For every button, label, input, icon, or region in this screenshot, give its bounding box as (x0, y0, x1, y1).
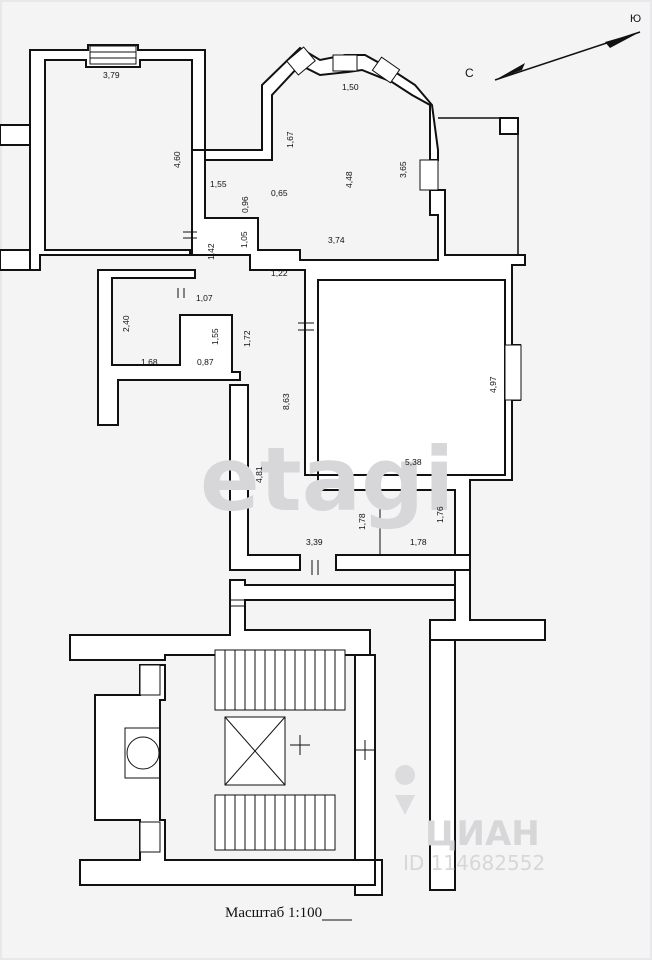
staircase (124, 649, 346, 851)
wall-hall-right (229, 384, 301, 571)
dim-store-2: 1,76 (435, 506, 445, 523)
window-room1 (89, 45, 137, 65)
window-stair-bottom (139, 821, 161, 853)
cian-watermark: ЦИАН (425, 814, 540, 854)
window-bay-left (286, 46, 316, 76)
dim-hall-2: 8,63 (281, 393, 291, 410)
dim-closet-width: 1,55 (210, 179, 227, 189)
dim-wc-width: 0,87 (197, 357, 214, 367)
dim-hall-3: 4,81 (254, 466, 264, 483)
window-bay-top (332, 54, 358, 72)
dim-corridor-b: 1,05 (239, 231, 249, 248)
dim-room3-height: 4,97 (488, 376, 498, 393)
dim-store-1: 1,78 (357, 513, 367, 530)
dim-room2-height: 4,48 (344, 171, 354, 188)
dim-room2-small: 0,65 (271, 188, 288, 198)
wall-bath-block (97, 269, 241, 426)
dim-room3-width: 5,38 (405, 457, 422, 467)
column-niche (124, 727, 161, 779)
compass-north-label: С (465, 66, 474, 80)
windows (89, 45, 522, 853)
dimension-labels: 3,79 4,60 1,50 1,67 3,65 4,48 3,74 0,65 … (103, 70, 498, 547)
dim-bay-top: 1,50 (342, 82, 359, 92)
dim-bath-bottom: 1,68 (141, 357, 158, 367)
column-round (126, 736, 160, 770)
window-room2 (419, 159, 439, 191)
dim-closet-height: 0,96 (240, 196, 250, 213)
wall-store-bottom (335, 554, 471, 571)
compass-south-label: Ю (630, 13, 641, 25)
cian-logo (395, 765, 416, 815)
dim-corridor-a: 1,42 (206, 243, 216, 260)
window-stair-top (139, 664, 161, 696)
scale-label: Масштаб 1:100 (225, 905, 322, 921)
balcony-post (499, 117, 519, 135)
door-marks (177, 231, 381, 760)
dim-room2-width: 3,74 (328, 235, 345, 245)
cian-id-watermark: ID 114682552 (403, 851, 545, 875)
dim-store-3: 1,78 (410, 537, 427, 547)
dim-wc-height: 1,55 (210, 328, 220, 345)
dim-room1-height: 4,60 (172, 151, 182, 168)
dim-hall-4: 3,39 (306, 537, 323, 547)
compass: С Ю (465, 13, 641, 81)
dim-hall-1: 1,72 (242, 330, 252, 347)
compass-arrow-north (495, 63, 525, 80)
dim-room1-width: 3,79 (103, 70, 120, 80)
dim-bath-width: 1,07 (196, 293, 213, 303)
wall-stair-right (354, 654, 383, 896)
dim-bath-height: 2,40 (121, 315, 131, 332)
wall-lower-corridor (69, 579, 456, 661)
window-room3 (504, 344, 522, 401)
wall-right-column (429, 639, 456, 891)
wall-room1-outer (29, 44, 439, 271)
dim-bay-left: 1,67 (285, 131, 295, 148)
dim-bay-right: 3,65 (398, 161, 408, 178)
stair-flight-upper (214, 649, 346, 711)
wall-core (191, 149, 546, 641)
etagi-watermark: etagi (200, 428, 454, 531)
dim-corridor-c: 1,22 (271, 268, 288, 278)
compass-arrow-south (605, 32, 640, 48)
wall-left-stub (0, 124, 31, 146)
wall-left-stub2 (0, 249, 31, 271)
window-bay-right (371, 56, 401, 84)
